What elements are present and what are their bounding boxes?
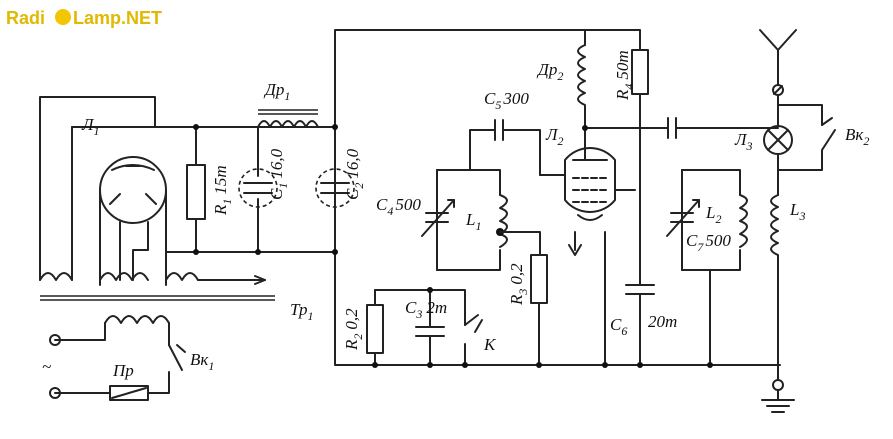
label-c6: C [610,315,622,334]
svg-text:C6: C6 [610,315,627,338]
capacitor-c1 [238,126,278,253]
svg-text:R20,2: R20,2 [342,308,365,351]
svg-text:Вк2: Вк2 [845,125,869,148]
svg-text:R30,2: R30,2 [507,263,530,306]
tube-l2 [539,127,636,366]
label-pr: Пр [112,361,134,380]
label-l3: Л [734,130,748,149]
switch-vk1 [147,344,186,394]
label-dr1: Др [263,80,284,99]
label-c2: C [343,188,362,200]
label-l1: Л [81,115,95,134]
label-l2: Л [545,125,559,144]
svg-text:R115т: R115т [211,165,234,216]
label-lc3: L [789,200,799,219]
antenna-lamp-l3 [759,29,836,413]
label-r4: R [613,89,632,101]
label-vk1: Вк [190,350,209,369]
mains-terminal [49,334,61,346]
svg-text:Л2: Л2 [545,125,564,148]
svg-text:R450т: R450т [613,50,636,101]
bulb-icon [55,9,71,25]
watermark-left: Radi [6,8,45,28]
resistor-r3 [530,254,548,366]
svg-text:C216,0: C216,0 [343,148,366,200]
svg-text:L2: L2 [705,203,721,226]
mains-terminal [49,387,61,399]
resistor-r1 [186,126,206,253]
label-tr1: Тр [290,300,308,319]
label-c6-value: 20т [648,312,677,331]
svg-text:Др2: Др2 [536,60,563,83]
tank-l1-c4 [421,119,541,271]
label-c3: C [405,298,417,317]
svg-text:L1: L1 [465,210,481,233]
label-lc1: L [465,210,475,229]
label-r3: R [507,294,526,306]
svg-text:Вк1: Вк1 [190,350,214,373]
label-lc2: L [705,203,715,222]
label-dr2: Др [536,60,557,79]
rectifier-tube-l1 [99,156,167,286]
label-ac: ~ [42,357,51,376]
capacitor-c3 [415,289,445,366]
svg-text:Др1: Др1 [263,80,290,103]
watermark-right: Lamp.NET [73,8,162,28]
resistor-r4 [584,29,649,286]
fuse-pr [54,385,149,401]
label-r2: R [342,339,361,351]
label-c7: C [686,231,698,250]
resistor-r2 [366,289,466,366]
capacitor-c6 [625,284,655,366]
tank-l2-c7 [666,169,748,366]
watermark-logo: Radi Lamp.NET [6,8,162,28]
label-r1: R [211,204,230,216]
svg-text:L3: L3 [789,200,805,223]
svg-text:Л1: Л1 [81,115,100,138]
label-k: К [483,335,497,354]
label-vk2: Вк [845,125,864,144]
label-c5: C [484,89,496,108]
svg-text:Тр1: Тр1 [290,300,314,323]
choke-dr2 [577,44,586,129]
label-c1: C [267,188,286,200]
switch-k [464,314,483,366]
label-c4: C [376,195,388,214]
svg-text:Л3: Л3 [734,130,753,153]
svg-text:C116,0: C116,0 [267,148,290,200]
power-supply [39,96,355,401]
choke-dr1 [229,109,336,128]
